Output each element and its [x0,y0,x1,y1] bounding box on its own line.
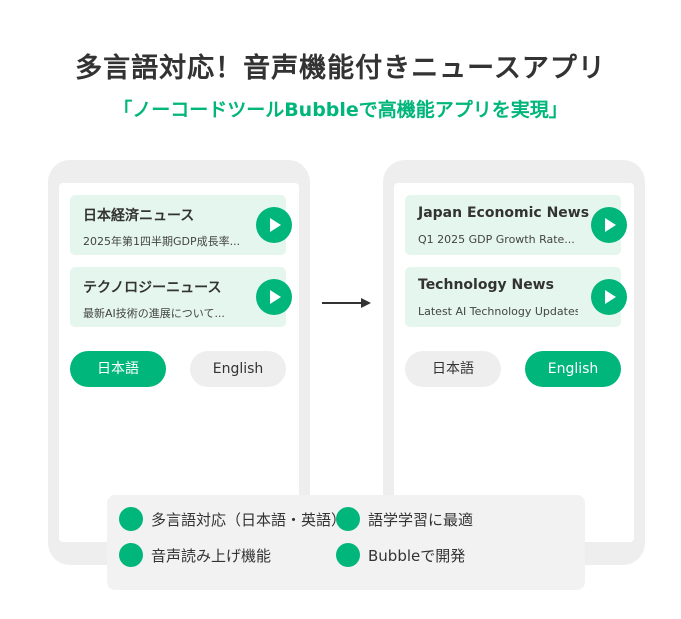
language-button-english[interactable]: English [525,351,621,387]
news-card-technology[interactable]: Technology News Latest AI Technology Upd… [405,267,627,327]
language-button-japanese[interactable]: 日本語 [405,351,501,387]
feature-label: 音声読み上げ機能 [151,547,272,565]
green-dot-icon [119,543,143,567]
play-icon[interactable] [591,207,627,243]
play-icon[interactable] [256,279,292,315]
feature-label: 多言語対応（日本語・英語） [151,511,339,529]
news-card-summary: 2025年第1四半期GDP成長率... [83,235,241,248]
news-card-summary: 最新AI技術の進展について... [83,307,225,320]
green-dot-icon [336,507,360,531]
page-title: 多言語対応！音声機能付きニュースアプリ [75,53,606,84]
page-subtitle: 「ノーコードツールBubbleで高機能アプリを実現」 [113,99,568,121]
language-button-english[interactable]: English [190,351,286,387]
phone-screen: 日本経済ニュース 2025年第1四半期GDP成長率... テクノロジーニュース … [59,183,299,542]
feature-list: 多言語対応（日本語・英語） 語学学習に最適 音声読み上げ機能 Bubbleで開発 [107,495,585,590]
language-button-japanese[interactable]: 日本語 [70,351,166,387]
news-card-title: Technology News [418,277,554,293]
news-card-technology[interactable]: テクノロジーニュース 最新AI技術の進展について... [70,267,292,327]
arrow-right-icon [322,302,362,304]
green-dot-icon [119,507,143,531]
green-dot-icon [336,543,360,567]
news-card-summary: Latest AI Technology Updates... [418,305,578,318]
feature-item-multilingual: 多言語対応（日本語・英語） [119,507,339,531]
phone-mockup-japanese: 日本経済ニュース 2025年第1四半期GDP成長率... テクノロジーニュース … [48,160,310,565]
arrow-head-icon [361,298,371,308]
play-icon[interactable] [591,279,627,315]
feature-label: Bubbleで開発 [368,547,466,565]
news-card-title: 日本経済ニュース [83,208,195,224]
play-icon[interactable] [256,207,292,243]
news-card-economy[interactable]: Japan Economic News Q1 2025 GDP Growth R… [405,195,627,255]
news-card-title: Japan Economic News [418,205,590,221]
feature-label: 語学学習に最適 [368,511,474,529]
news-card-title: テクノロジーニュース [83,280,222,296]
phone-screen: Japan Economic News Q1 2025 GDP Growth R… [394,183,634,542]
news-card-summary: Q1 2025 GDP Growth Rate... [418,233,575,246]
news-card-economy[interactable]: 日本経済ニュース 2025年第1四半期GDP成長率... [70,195,292,255]
